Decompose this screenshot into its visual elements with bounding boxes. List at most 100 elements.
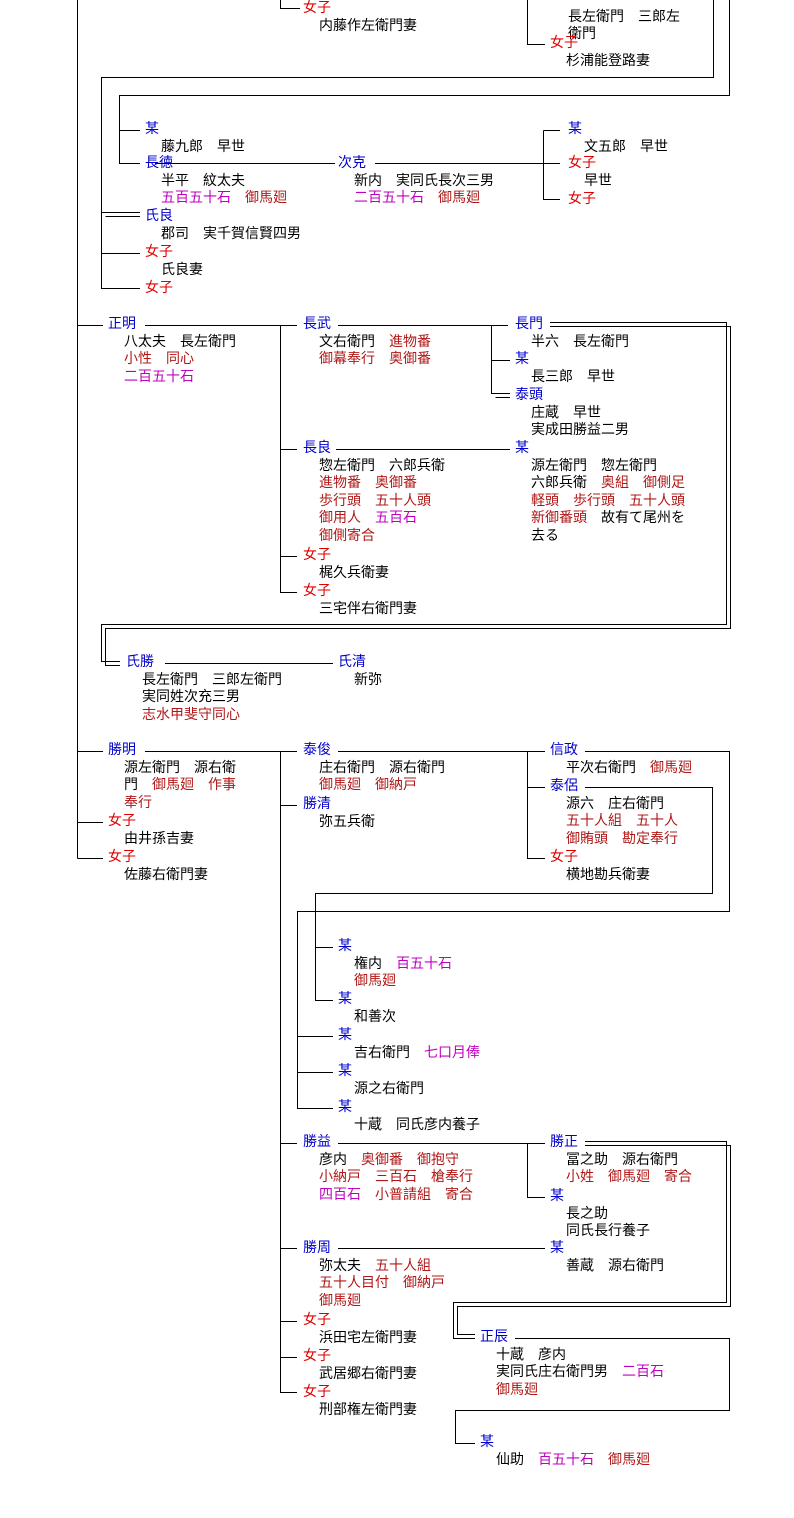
person-name: 某	[515, 351, 529, 367]
person-name: 長良	[303, 440, 331, 456]
person-detail-line: 新内 実同氏長次三男	[338, 173, 494, 191]
detail-segment: 去る	[531, 527, 559, 544]
person-detail-line: 八太夫 長左衛門	[108, 334, 236, 352]
detail-segment: 御馬廻	[231, 190, 287, 206]
person-detail-line: 横地勘兵衛妻	[550, 867, 650, 885]
detail-segment: 弥太夫	[319, 1257, 375, 1274]
person-name: 長武	[303, 316, 331, 332]
person-detail-line: 六郎兵衛 奥組 御側足	[515, 475, 685, 493]
detail-segment: 仙助	[496, 1451, 538, 1468]
detail-segment: 庄蔵 早世	[531, 404, 601, 421]
person-name: 正辰	[480, 1329, 508, 1345]
person-node: 某長之助同氏長行養子	[550, 1188, 650, 1241]
detail-segment: 五百石	[375, 510, 417, 526]
person-detail-line: 権内 百五十石	[338, 956, 452, 974]
person-name: 某	[550, 1240, 564, 1256]
detail-segment: 二百五十石	[354, 190, 424, 206]
detail-segment: 善蔵 源右衛門	[566, 1257, 664, 1274]
detail-segment: 彦内	[319, 1151, 361, 1168]
person-node: 氏清新弥	[338, 654, 382, 689]
person-node: 勝周弥太夫 五十人組五十人目付 御納戸御馬廻	[303, 1240, 445, 1310]
detail-segment: 梶久兵衛妻	[319, 564, 389, 581]
person-name: 女子	[568, 191, 596, 207]
person-name: 某	[550, 1188, 564, 1204]
detail-segment: 半平 紋太夫	[161, 172, 245, 189]
detail-segment: 十蔵 同氏彦内養子	[354, 1116, 480, 1133]
person-node: 女子	[145, 280, 173, 298]
person-detail-line: 刑部権左衛門妻	[303, 1402, 417, 1420]
detail-segment: 源左衛門 源右衛	[124, 759, 236, 776]
person-name: 勝周	[303, 1240, 331, 1256]
detail-segment: 衛門	[568, 26, 596, 42]
detail-segment: 新内 実同氏長次三男	[354, 172, 494, 189]
detail-segment: 文五郎 早世	[584, 138, 668, 155]
person-name: 某	[338, 1063, 352, 1079]
person-name: 勝明	[108, 742, 136, 758]
detail-segment: 御馬廻	[354, 973, 396, 989]
person-name: 某	[480, 1434, 494, 1450]
person-name: 某	[145, 121, 159, 137]
person-detail-line: 同氏長行養子	[550, 1223, 650, 1241]
person-node: 長左衛門 三郎左衛門	[552, 0, 680, 44]
detail-segment: 四百石	[319, 1186, 361, 1203]
person-detail-line: 御賄頭 勘定奉行	[550, 831, 678, 849]
person-name: 女子	[303, 583, 331, 599]
person-detail-line: 吉右衛門 七口月俸	[338, 1045, 480, 1063]
person-detail-line: 彦内 奥御番 御抱守	[303, 1152, 473, 1170]
person-detail-line: 半六 長左衛門	[515, 334, 629, 352]
person-detail-line: 長三郎 早世	[515, 369, 615, 387]
person-node: 長徳半平 紋太夫五百五十石 御馬廻	[145, 155, 287, 208]
detail-segment: 小性 同心	[124, 351, 194, 367]
person-detail-line: 源左衛門 源右衛	[108, 760, 236, 778]
person-detail-line: 御幕奉行 奥御番	[303, 351, 431, 369]
person-node: 女子杉浦能登路妻	[550, 35, 650, 70]
person-node: 長武文右衛門 進物番御幕奉行 奥御番	[303, 316, 431, 369]
person-detail-line: 由井孫吉妻	[108, 831, 194, 849]
person-name: 女子	[303, 1384, 331, 1400]
person-name: 女子	[303, 547, 331, 563]
detail-segment: 七口月俸	[424, 1044, 480, 1061]
detail-segment: 五十人組 五十人	[566, 813, 678, 829]
person-detail-line: 源六 庄右衛門	[550, 796, 678, 814]
detail-segment: 同氏長行養子	[566, 1223, 650, 1239]
detail-segment: 五十人組	[375, 1257, 431, 1274]
person-detail-line: 浜田宅左衛門妻	[303, 1330, 417, 1348]
detail-segment: 御馬廻	[424, 190, 480, 206]
detail-segment: 惣左衛門 六郎兵衛	[319, 457, 445, 474]
person-node: 泰侶源六 庄右衛門五十人組 五十人御賄頭 勘定奉行	[550, 778, 678, 848]
detail-segment: 御馬廻	[594, 1451, 650, 1468]
person-detail-line: 梶久兵衛妻	[303, 565, 389, 583]
person-name: 正明	[108, 316, 136, 332]
person-node: 長良惣左衛門 六郎兵衛進物番 奥御番歩行頭 五十人頭御用人 五百石御側寄合	[303, 440, 445, 545]
person-detail-line: 文右衛門 進物番	[303, 334, 431, 352]
person-name: 某	[338, 1027, 352, 1043]
person-detail-line: 去る	[515, 528, 685, 546]
detail-segment: 御用人	[319, 510, 375, 526]
detail-segment: 奥組 御側足	[601, 475, 685, 491]
person-node: 某吉右衛門 七口月俸	[338, 1027, 480, 1062]
person-name: 某	[568, 121, 582, 137]
person-detail-line: 源之右衛門	[338, 1081, 424, 1099]
person-detail-line: 武居郷右衛門妻	[303, 1366, 417, 1384]
person-detail-line: 実同氏庄右衛門男 二百石	[480, 1364, 664, 1382]
detail-segment: 志水甲斐守同心	[142, 706, 240, 723]
person-name: 勝正	[550, 1134, 578, 1150]
person-detail-line: 源左衛門 惣左衛門	[515, 458, 685, 476]
detail-segment: 六郎兵衛	[531, 475, 601, 491]
person-node: 勝清弥五兵衛	[303, 796, 375, 831]
person-detail-line: 十蔵 同氏彦内養子	[338, 1117, 480, 1135]
person-detail-line: 長左衛門 三郎左衛門	[126, 672, 282, 690]
detail-segment: 小納戸 三百石 槍奉行	[319, 1169, 473, 1185]
person-detail-line: 氏良妻	[145, 262, 203, 280]
detail-segment: 由井孫吉妻	[124, 830, 194, 847]
person-detail-line: 四百石 小普請組 寄合	[303, 1187, 473, 1205]
person-detail-line: 小性 同心	[108, 351, 236, 369]
person-node: 某和善次	[338, 991, 396, 1026]
detail-segment: 奥御番 御抱守	[361, 1151, 459, 1168]
person-node: 某十蔵 同氏彦内養子	[338, 1099, 480, 1134]
person-detail-line: 弥五兵衛	[303, 814, 375, 832]
person-node: 女子三宅伴右衛門妻	[303, 583, 417, 618]
detail-segment: 小普請組 寄合	[361, 1186, 473, 1203]
person-name: 女子	[550, 35, 578, 51]
